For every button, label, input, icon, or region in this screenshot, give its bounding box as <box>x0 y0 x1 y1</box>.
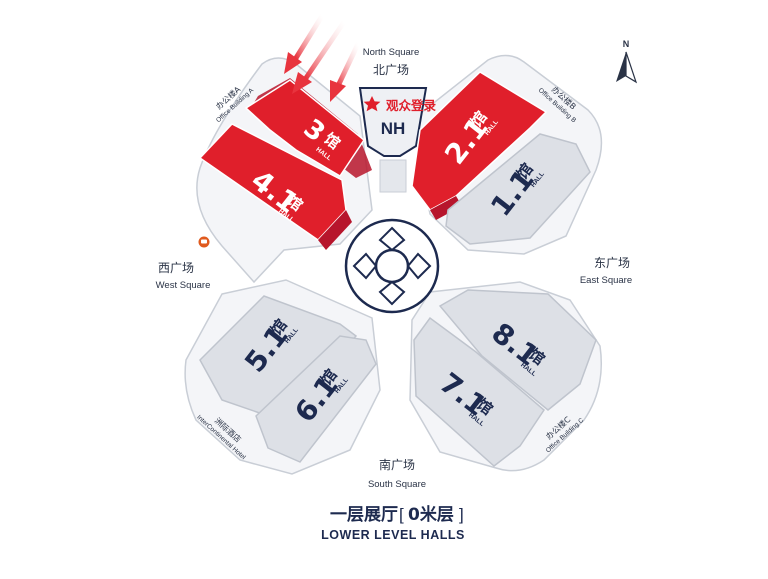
north-square-cn: 北广场 <box>373 63 409 77</box>
hall-5-1[interactable] <box>199 295 358 421</box>
title-bracket-open: [ <box>399 505 404 524</box>
hall-2-1[interactable] <box>411 71 548 220</box>
south-square-en: South Square <box>368 479 426 490</box>
metro-icon <box>198 236 210 248</box>
hall-6-1[interactable] <box>255 335 377 463</box>
arrow-icon <box>284 13 325 74</box>
east-square-cn: 东广场 <box>594 256 630 270</box>
pointer-arrows <box>284 13 361 102</box>
west-square-cn: 西广场 <box>158 261 194 275</box>
hall-4-1[interactable] <box>198 123 352 250</box>
central-roundabout <box>344 218 440 314</box>
hall-1-1[interactable] <box>445 133 591 245</box>
east-square-en: East Square <box>580 275 632 286</box>
level-title: 一层展厅 [ 0米层 ] LOWER LEVEL HALLS <box>321 504 465 542</box>
title-cn-level: 0米层 <box>408 504 454 525</box>
star-icon <box>363 96 381 112</box>
title-cn-prefix: 一层展厅 <box>330 505 398 525</box>
hall-3[interactable] <box>244 78 372 178</box>
arrow-icon <box>292 19 347 94</box>
north-arrow-icon <box>616 51 638 84</box>
west-square-en: West Square <box>156 280 211 291</box>
hall-8-1[interactable] <box>438 289 597 411</box>
north-label: N <box>623 39 630 49</box>
north-square-en: North Square <box>363 47 420 58</box>
title-en: LOWER LEVEL HALLS <box>321 528 465 542</box>
entrance-code: NH <box>381 119 406 138</box>
entrance-cn-label: 观众登录 <box>386 98 437 113</box>
title-bracket-close: ] <box>459 505 464 524</box>
hall-7-1[interactable] <box>413 316 545 467</box>
south-square-cn: 南广场 <box>379 457 415 472</box>
arrow-icon <box>330 41 361 102</box>
